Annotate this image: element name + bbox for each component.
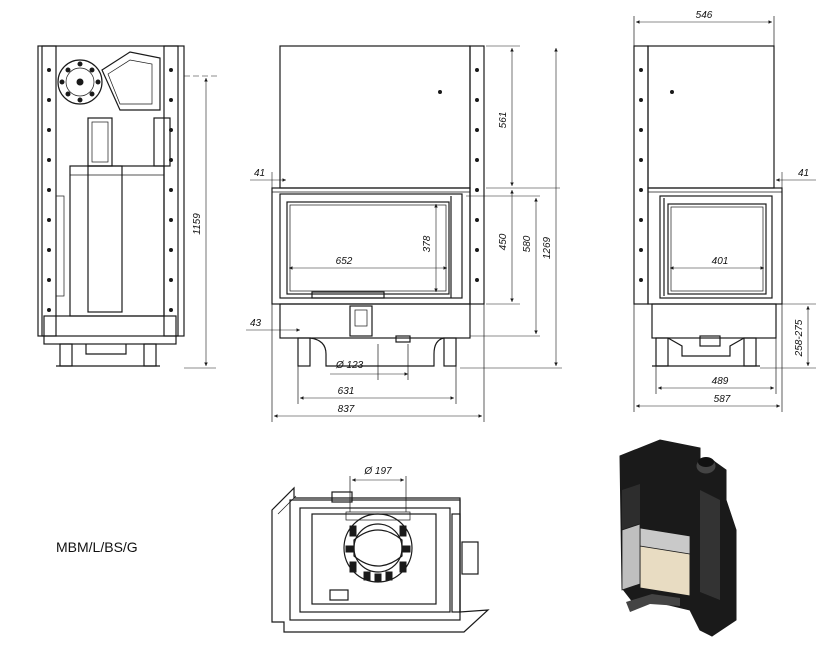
dim-top-width: 546	[696, 10, 713, 21]
dim-side-overall-width: 587	[714, 394, 731, 405]
dim-door-height: 450	[498, 233, 509, 250]
side-view: 1159	[37, 45, 218, 369]
side-glass	[667, 203, 767, 295]
dim-side-height: 1159	[192, 213, 203, 235]
right-side-view: 546 41 401 258-275 489 587	[633, 10, 816, 412]
dim-total-height: 1269	[542, 236, 553, 259]
dim-base-43: 43	[250, 318, 262, 329]
top-view: Ø 197	[271, 466, 490, 633]
dim-glass-height: 378	[422, 235, 433, 252]
isometric-view	[619, 439, 737, 637]
flue-outlet-side	[57, 59, 103, 105]
dim-580: 580	[522, 235, 533, 252]
dim-overall-width: 837	[338, 404, 355, 415]
dim-top-section: 561	[498, 112, 509, 129]
dim-top-flue-diameter: Ø 197	[363, 466, 392, 477]
dim-inner-width: 631	[338, 386, 355, 397]
dim-flue-diameter: Ø 123	[335, 360, 364, 371]
dim-glass-width: 652	[336, 256, 353, 267]
dim-side-inner-width: 489	[712, 376, 729, 387]
dim-left-gap: 41	[254, 168, 265, 179]
dim-base-range: 258-275	[794, 319, 805, 357]
model-label: MBM/L/BS/G	[56, 539, 138, 555]
front-glass	[286, 201, 450, 295]
front-view: 561 450 580 1269 378 652 41 43 Ø 123 631	[246, 45, 562, 422]
dim-right-gap: 41	[798, 168, 809, 179]
dim-side-glass-width: 401	[712, 256, 729, 267]
